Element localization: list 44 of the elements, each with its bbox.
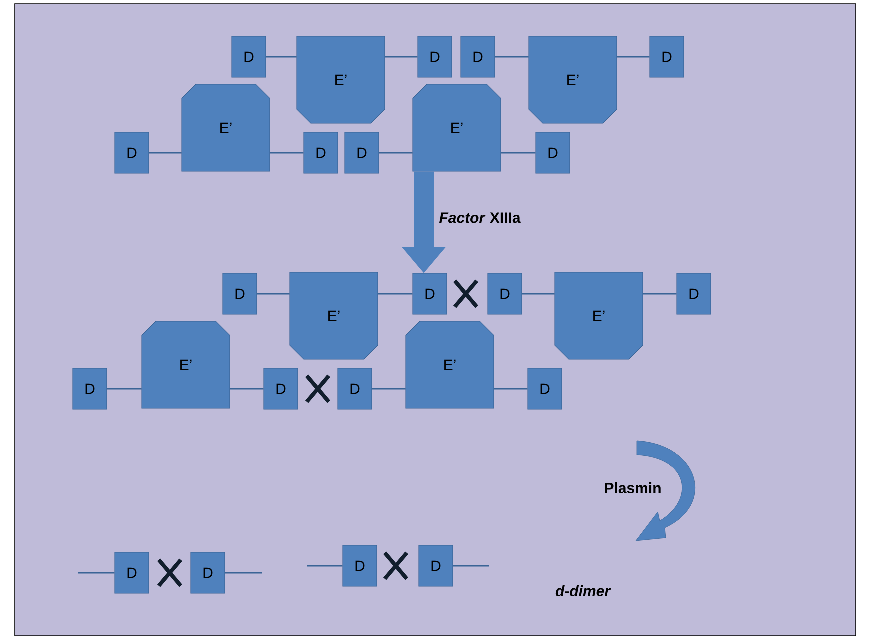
- block-arrow: [402, 172, 446, 274]
- connector-line: [149, 152, 182, 154]
- d-domain-box: D: [222, 273, 258, 315]
- d-domain-box: D: [418, 545, 454, 587]
- d-domain-box: D: [418, 36, 452, 78]
- connector-line: [266, 56, 297, 58]
- connector-line: [372, 388, 406, 390]
- connector-line: [501, 152, 536, 154]
- d-domain-box: D: [650, 36, 684, 78]
- connector-line: [385, 56, 418, 58]
- d-domain-box: D: [460, 36, 496, 78]
- connector-line: [379, 152, 413, 154]
- d-domain-box: D: [342, 545, 378, 587]
- connector-line: [225, 572, 262, 574]
- d-domain-box: D: [528, 368, 562, 410]
- connector-line: [453, 565, 489, 567]
- d-domain-box: D: [304, 132, 338, 174]
- connector-line: [495, 56, 529, 58]
- connector-line: [494, 388, 528, 390]
- annotation-text: Plasmin: [605, 482, 661, 494]
- d-domain-box: D: [344, 132, 380, 174]
- d-domain-box: D: [488, 273, 522, 315]
- connector-line: [617, 56, 650, 58]
- connector-line: [270, 152, 304, 154]
- connector-line: [257, 293, 290, 295]
- connector-line: [643, 293, 677, 295]
- d-domain-box: D: [264, 368, 298, 410]
- annotation-text: Factor XIIIa: [440, 212, 521, 224]
- connector-line: [378, 293, 413, 295]
- connector-line: [307, 565, 343, 567]
- d-domain-box: D: [72, 368, 108, 410]
- d-domain-box: D: [676, 273, 712, 315]
- d-domain-box: D: [412, 273, 448, 315]
- d-domain-box: D: [114, 132, 150, 174]
- d-domain-box: D: [114, 552, 150, 594]
- annotation-text: d-dimer: [556, 586, 612, 597]
- d-domain-box: D: [338, 368, 372, 410]
- d-domain-box: D: [232, 36, 266, 78]
- connector-line: [78, 572, 115, 574]
- d-domain-box: D: [536, 132, 570, 174]
- connector-line: [107, 388, 142, 390]
- connector-line: [522, 293, 555, 295]
- connector-line: [230, 388, 264, 390]
- d-domain-box: D: [190, 552, 226, 594]
